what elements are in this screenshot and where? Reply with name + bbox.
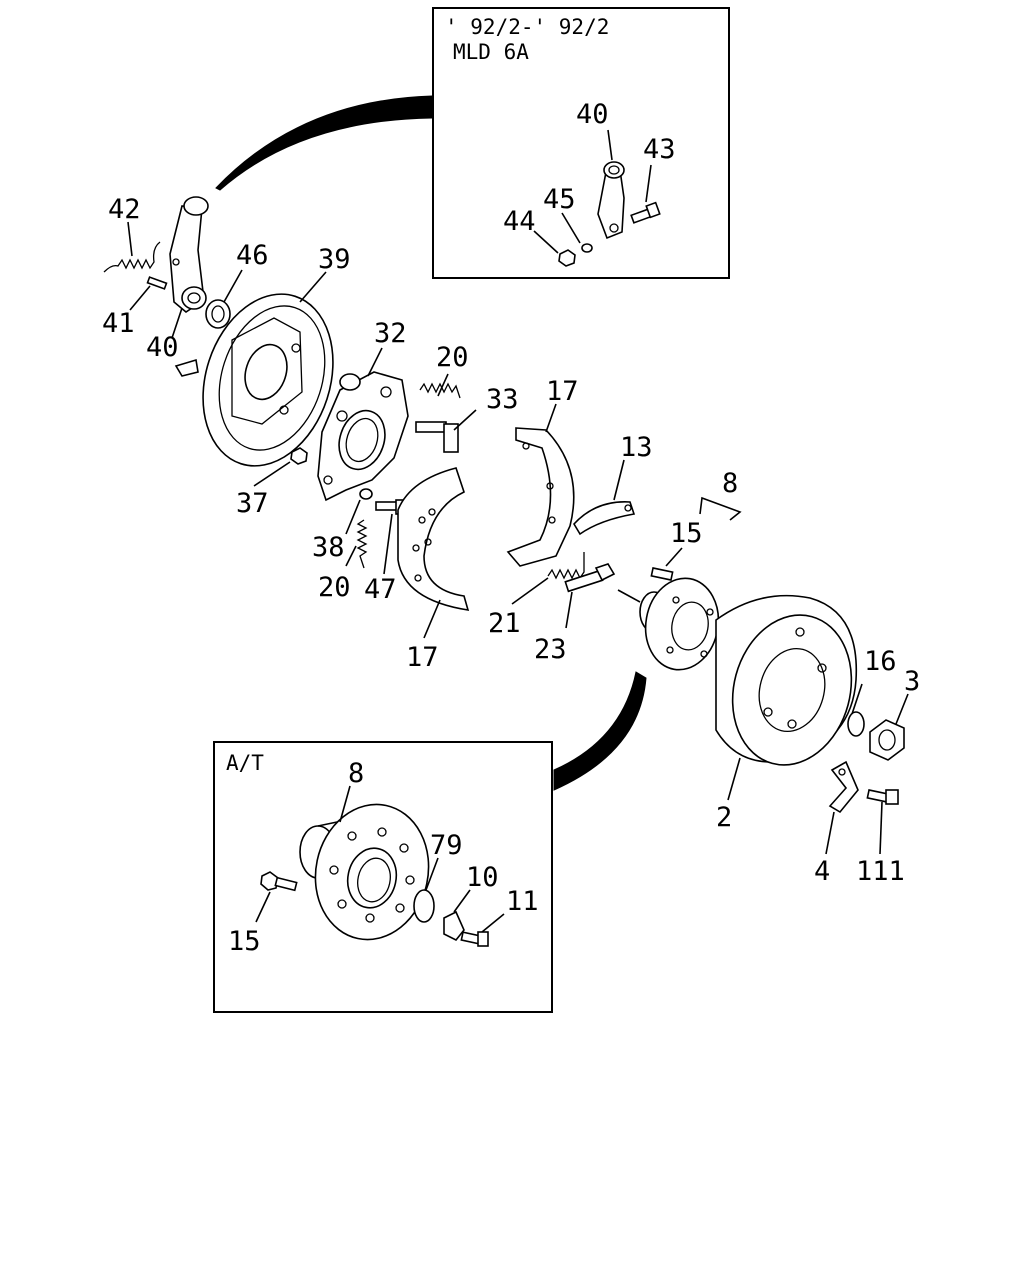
- at-flange-part-8: [299, 803, 430, 941]
- at-plate-part-10: [443, 910, 465, 942]
- callout-13: 13: [620, 432, 653, 463]
- callout-111: 111: [856, 856, 905, 887]
- variant-inset-line2: MLD 6A: [453, 40, 529, 64]
- callout-17-upper: 17: [546, 376, 579, 407]
- part-13-link: [573, 501, 636, 536]
- inset-connector-arc-bottom: [553, 671, 647, 791]
- inset-callout-45: 45: [543, 184, 576, 215]
- callout-20-upper: 20: [436, 342, 469, 373]
- inset-lever-part-40: [597, 161, 625, 240]
- at-shim-part-79: [413, 889, 435, 923]
- callout-20-lower: 20: [318, 572, 351, 603]
- callout-33: 33: [486, 384, 519, 415]
- part-20-lower-spring: [356, 519, 368, 569]
- part-111-bolt: [866, 789, 899, 805]
- main-callouts: 42 46 39 41 40 32 20 33 17 13 8 15 37 38…: [102, 194, 920, 887]
- callout-46: 46: [236, 240, 269, 271]
- inset-bolt-part-43: [630, 201, 661, 224]
- at-bolt-part-15: [260, 871, 298, 892]
- at-inset-box: A/T: [213, 741, 553, 1013]
- callout-17-lower: 17: [406, 642, 439, 673]
- callout-41: 41: [102, 308, 135, 339]
- part-8-companion-flange: [639, 577, 720, 671]
- at-callout-79: 79: [430, 830, 463, 861]
- callout-15: 15: [670, 518, 703, 549]
- at-callout-15: 15: [228, 926, 261, 957]
- callout-23: 23: [534, 634, 567, 665]
- part-40-lever: [169, 196, 209, 313]
- variant-inset-box: ' 92/2-' 92/2 MLD 6A 40 43 45 44: [432, 7, 730, 279]
- callout-4: 4: [814, 856, 830, 887]
- part-32-anchor-plate: [317, 371, 409, 502]
- part-41-pin: [146, 276, 168, 290]
- part-20-upper-spring: [419, 382, 461, 399]
- part-15-bolt: [650, 567, 674, 581]
- part-38-washer: [359, 488, 373, 500]
- part-2-brake-drum: [715, 594, 858, 766]
- callout-40: 40: [146, 332, 179, 363]
- part-39-backing-plate: [174, 293, 334, 467]
- part-37-nut: [290, 447, 308, 465]
- callout-38: 38: [312, 532, 345, 563]
- at-callout-11: 11: [506, 886, 539, 917]
- part-3-lock-nut: [869, 719, 905, 761]
- callout-3: 3: [904, 666, 920, 697]
- at-callout-8: 8: [348, 758, 364, 789]
- at-callout-10: 10: [466, 862, 499, 893]
- part-17-brake-shoe-lower: [397, 467, 470, 611]
- part-33-cam-shaft: [415, 421, 459, 453]
- callout-2: 2: [716, 802, 732, 833]
- callout-16: 16: [864, 646, 897, 677]
- inset-washer-part-45: [581, 243, 593, 253]
- callout-8: 8: [722, 468, 738, 499]
- callout-42: 42: [108, 194, 141, 225]
- callout-39: 39: [318, 244, 351, 275]
- part-4-bracket: [828, 760, 859, 814]
- inset-callout-43: 43: [643, 134, 676, 165]
- part-16-o-ring: [847, 711, 865, 737]
- callout-21: 21: [488, 608, 521, 639]
- variant-inset-line1: ' 92/2-' 92/2: [445, 15, 609, 39]
- at-inset-title: A/T: [226, 751, 264, 775]
- inset-nut-part-44: [558, 249, 576, 267]
- inset-callout-44: 44: [503, 206, 536, 237]
- callout-32: 32: [374, 318, 407, 349]
- part-23-adjuster: [564, 563, 616, 593]
- part-46-washer: [205, 299, 231, 329]
- leader-lines: [127, 221, 909, 855]
- inset-callout-40: 40: [576, 99, 609, 130]
- callout-47: 47: [364, 574, 397, 605]
- inset-connector-arc-top: [215, 95, 433, 191]
- callout-37: 37: [236, 488, 269, 519]
- part-42-return-spring: [103, 241, 161, 273]
- part-17-brake-shoe-upper: [506, 427, 575, 567]
